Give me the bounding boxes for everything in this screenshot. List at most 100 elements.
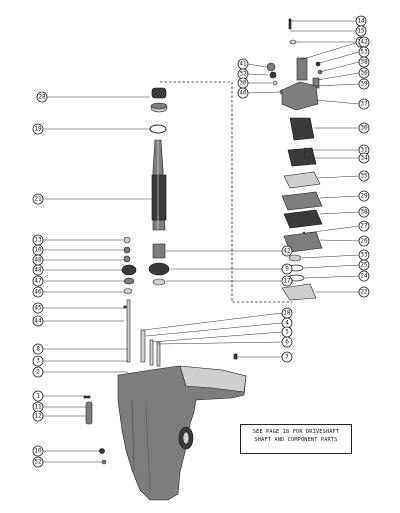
callout-number: 34 xyxy=(360,155,368,162)
callout-number: 38 xyxy=(360,209,368,216)
callout-circle xyxy=(32,286,44,298)
callout-circle xyxy=(237,87,249,99)
callout-number: 25 xyxy=(360,262,368,269)
callout-39: 39 xyxy=(358,78,370,90)
callout-circle xyxy=(358,170,370,182)
callout-22: 22 xyxy=(358,286,370,298)
callout-circle xyxy=(32,390,44,402)
leader-line xyxy=(316,72,360,81)
callout-32: 32 xyxy=(237,68,249,80)
callout-circle xyxy=(358,152,370,164)
callout-14: 14 xyxy=(355,15,367,27)
callout-41: 41 xyxy=(237,58,249,70)
callout-number: 36 xyxy=(360,70,368,77)
callout-number: 44 xyxy=(34,318,42,325)
callout-circle xyxy=(36,91,48,103)
dashed-group-outline xyxy=(160,81,292,303)
note-line-1: SEE PAGE 18 FOR DRIVESHAFT xyxy=(252,429,340,435)
callout-53: 53 xyxy=(358,46,370,58)
callout-circle xyxy=(32,302,44,314)
callout-15: 15 xyxy=(355,25,367,37)
leader-line xyxy=(145,322,283,337)
callout-number: 13 xyxy=(34,237,42,244)
callout-7: 7 xyxy=(281,351,293,363)
callout-38: 38 xyxy=(358,56,370,68)
callout-number: 32 xyxy=(239,71,247,78)
callout-circle xyxy=(358,270,370,282)
callout-number: 15 xyxy=(357,28,365,35)
callout-circle xyxy=(358,98,370,110)
leader-line xyxy=(247,63,267,68)
callout-33: 33 xyxy=(358,249,370,261)
callout-circle xyxy=(32,456,44,468)
callout-circle xyxy=(358,286,370,298)
callout-34: 34 xyxy=(358,152,370,164)
leader-line xyxy=(151,331,283,343)
callout-30: 30 xyxy=(358,122,370,134)
callout-number: 35 xyxy=(360,173,368,180)
callout-36: 36 xyxy=(358,67,370,79)
callout-number: 10 xyxy=(34,448,42,455)
callout-30: 30 xyxy=(237,77,249,89)
callout-circle xyxy=(32,123,44,135)
callout-number: 39 xyxy=(360,81,368,88)
callout-number: 38 xyxy=(360,59,368,66)
callout-number: 2 xyxy=(36,369,40,376)
callout-number: 18 xyxy=(283,310,291,317)
water-pump-parts xyxy=(266,18,323,301)
left-small-parts xyxy=(121,236,137,309)
leader-line xyxy=(315,83,360,87)
callout-38: 38 xyxy=(358,206,370,218)
callout-number: 30 xyxy=(360,125,368,132)
callout-10: 10 xyxy=(32,244,44,256)
callout-1: 1 xyxy=(32,390,44,402)
callout-number: 26 xyxy=(360,238,368,245)
callout-52: 52 xyxy=(32,456,44,468)
upper-bearing-assembly xyxy=(149,87,168,134)
callout-circle xyxy=(32,264,44,276)
callout-circle xyxy=(32,355,44,367)
callout-circle xyxy=(358,259,370,271)
note-line-2: SHAFT AND COMPONENT PARTS xyxy=(254,437,338,443)
callout-5: 5 xyxy=(281,326,293,338)
shift-rod-and-pins xyxy=(126,299,238,367)
callout-circle xyxy=(32,193,44,205)
callout-18: 18 xyxy=(281,307,293,319)
callout-35: 35 xyxy=(358,170,370,182)
callout-13: 13 xyxy=(32,234,44,246)
callout-number: 48 xyxy=(34,257,42,264)
callout-28: 28 xyxy=(36,91,48,103)
callout-number: 5 xyxy=(285,329,289,336)
callout-number: 37 xyxy=(360,101,368,108)
callout-number: 3 xyxy=(36,358,40,365)
callout-9: 9 xyxy=(281,263,293,275)
callout-circle xyxy=(281,336,293,348)
leader-line xyxy=(299,41,360,61)
callout-40: 40 xyxy=(237,87,249,99)
callout-10: 10 xyxy=(32,445,44,457)
callout-46: 46 xyxy=(32,286,44,298)
leader-line xyxy=(143,312,283,331)
callout-12: 12 xyxy=(32,410,44,422)
callout-number: 19 xyxy=(34,126,42,133)
callout-circle xyxy=(358,78,370,90)
callout-circle xyxy=(358,235,370,247)
callout-number: 10 xyxy=(34,247,42,254)
callout-21: 21 xyxy=(32,193,44,205)
callout-48: 48 xyxy=(32,254,44,266)
callout-circle xyxy=(358,220,370,232)
callout-42: 42 xyxy=(281,245,293,257)
callout-25: 25 xyxy=(358,259,370,271)
callout-19: 19 xyxy=(32,123,44,135)
callout-37: 37 xyxy=(358,98,370,110)
callout-42: 42 xyxy=(358,36,370,48)
callout-number: 9 xyxy=(285,266,289,273)
callout-circle xyxy=(355,25,367,37)
callout-number: 53 xyxy=(360,49,368,56)
callout-number: 31 xyxy=(360,147,368,154)
leader-lines xyxy=(43,20,360,463)
leader-line xyxy=(247,91,281,94)
callout-number: 8 xyxy=(36,346,40,353)
lower-left-parts xyxy=(83,395,107,465)
